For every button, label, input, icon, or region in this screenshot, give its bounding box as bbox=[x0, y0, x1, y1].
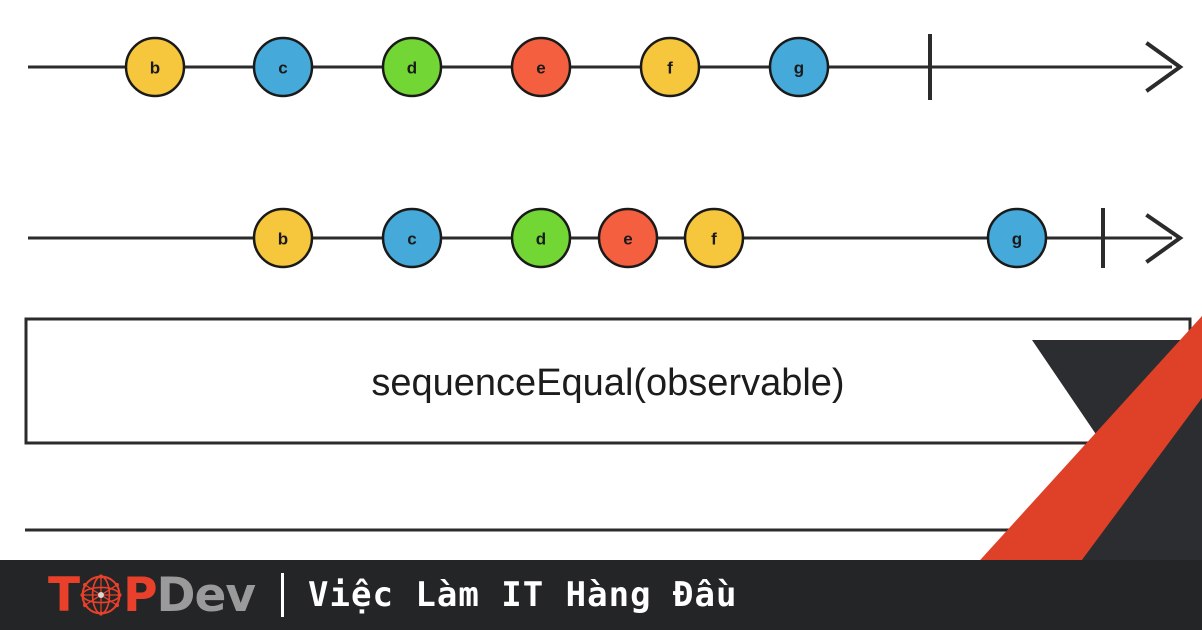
marble-circle-g-source[interactable] bbox=[768, 36, 830, 98]
marble[interactable]: d bbox=[381, 36, 443, 98]
logo-word-dev: Dev bbox=[156, 567, 257, 623]
operator-box-label: sequenceEqual(observable) bbox=[371, 362, 844, 404]
topdev-logo[interactable]: T bbox=[48, 560, 257, 630]
marble[interactable]: d bbox=[510, 207, 572, 269]
marble-circle-d-source[interactable] bbox=[381, 36, 443, 98]
marble-circle-f-source[interactable] bbox=[639, 36, 701, 98]
globe-network-icon bbox=[80, 574, 122, 616]
marble[interactable]: e bbox=[510, 36, 572, 98]
marble[interactable]: b bbox=[252, 207, 314, 269]
marble[interactable]: e bbox=[597, 207, 659, 269]
operator-box[interactable]: sequenceEqual(observable) bbox=[24, 317, 1192, 445]
marble-circle-e-comparison[interactable] bbox=[597, 207, 659, 269]
source-timeline-arrowhead bbox=[1145, 41, 1184, 93]
marble-circle-c-source[interactable] bbox=[252, 36, 314, 98]
marble[interactable]: f bbox=[639, 36, 701, 98]
marble-circle-e-source[interactable] bbox=[510, 36, 572, 98]
marble-circle-f-comparison[interactable] bbox=[683, 207, 745, 269]
marble-circle-d-comparison[interactable] bbox=[510, 207, 572, 269]
topdev-banner: T bbox=[0, 560, 1202, 630]
marble-circle-b-comparison[interactable] bbox=[252, 207, 314, 269]
marble[interactable]: f bbox=[683, 207, 745, 269]
marble-circle-b-source[interactable] bbox=[124, 36, 186, 98]
comparison-timeline-arrowhead bbox=[1145, 213, 1184, 264]
marble-circle-g-comparison[interactable] bbox=[986, 207, 1048, 269]
marble-circle-c-comparison[interactable] bbox=[381, 207, 443, 269]
marble[interactable]: b bbox=[124, 36, 186, 98]
source-timeline: b c d e f g bbox=[28, 34, 1184, 100]
logo-letter-p: P bbox=[123, 567, 157, 623]
marble[interactable]: g bbox=[768, 36, 830, 98]
marble[interactable]: c bbox=[252, 36, 314, 98]
marble[interactable]: g bbox=[986, 207, 1048, 269]
comparison-timeline: b c d e f g bbox=[28, 207, 1184, 269]
banner-divider bbox=[281, 573, 285, 617]
logo-letter-t: T bbox=[48, 567, 80, 623]
marble[interactable]: c bbox=[381, 207, 443, 269]
banner-content: T bbox=[48, 560, 737, 630]
banner-tagline: Việc Làm IT Hàng Đầu bbox=[308, 575, 738, 615]
